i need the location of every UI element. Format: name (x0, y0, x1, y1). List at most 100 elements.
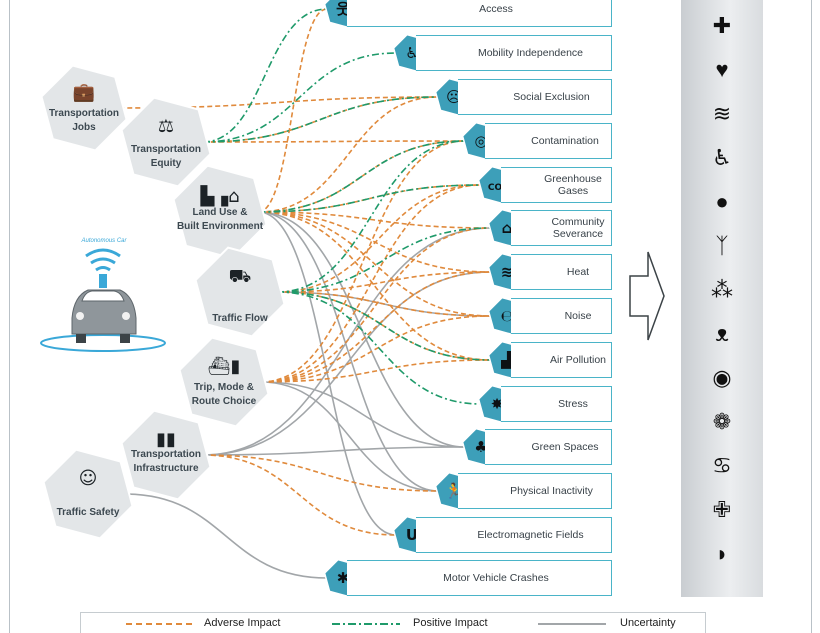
ear-icon: ℮ (501, 307, 514, 325)
target-icon: ◎ (474, 132, 487, 150)
antenna-icon (99, 274, 107, 288)
kidneys-icon: ♋ (712, 453, 732, 478)
outcome-physical-inactivity: Physical Inactivity (458, 473, 612, 509)
positive-impact-link (276, 140, 466, 293)
driver-hexagon-trip (178, 336, 270, 428)
adverse-impact-link (258, 211, 492, 361)
adverse-impact-link (276, 184, 482, 293)
driver-label-line: Transportation (48, 108, 119, 119)
person-icon: 웃 (336, 0, 350, 18)
driver-label-line: Traffic Flow (212, 313, 268, 324)
outcome-access: Access (347, 0, 612, 27)
outcome-label: Contamination (531, 135, 599, 147)
driver-label-line: Equity (150, 158, 182, 169)
positive-impact-link (258, 140, 466, 213)
outcome-label: Community Severance (551, 216, 605, 240)
outcome-label: Motor Vehicle Crashes (443, 572, 549, 584)
car-wheel-icon (120, 334, 130, 343)
legend-positive-label: Positive Impact (413, 617, 488, 629)
outcome-community-severance: Community Severance (511, 210, 612, 246)
adverse-impact-link (202, 454, 397, 536)
uncertainty-impact-link (258, 211, 439, 492)
driver-label-line: Land Use & (192, 207, 248, 218)
adverse-impact-link (276, 291, 492, 317)
legend-uncertainty-swatch (538, 623, 606, 625)
driver-label-line: Route Choice (191, 396, 257, 407)
outcome-greenhouse-gases: Greenhouse Gases (501, 167, 612, 203)
uncertainty-impact-link (258, 211, 397, 536)
outcome-label: Mobility Independence (477, 47, 584, 59)
driver-hexagon-jobs (40, 64, 128, 152)
legend-positive-swatch (332, 623, 400, 625)
uncertainty-impact-link (260, 381, 466, 448)
outcome-green-spaces: Green Spaces (485, 429, 612, 465)
mental-health-icon: ✚ (712, 13, 732, 38)
headlight-icon (76, 312, 84, 320)
modes-icon: ⛴▮ (208, 356, 241, 377)
lungs-icon: ᛉ (715, 233, 729, 258)
outcome-label: Noise (564, 310, 592, 322)
car-windshield-icon (81, 290, 125, 302)
adverse-impact-link (260, 359, 492, 383)
uncertainty-impact-link (260, 381, 439, 492)
autonomous-car-label: Autonomous Car (81, 238, 127, 244)
heat-waves-icon: ≋ (501, 263, 514, 281)
adverse-impact-link (202, 140, 466, 143)
scales-icon: ⚖ (158, 116, 174, 137)
positive-impact-link (276, 291, 482, 405)
legend-adverse-swatch (126, 623, 194, 625)
heart-icon: ♥ (715, 57, 729, 82)
adverse-impact-link (276, 271, 492, 293)
factory-icon: ▟ (501, 351, 513, 369)
driver-label-line: Traffic Safety (56, 507, 120, 518)
sad-person-icon: ☹ (446, 88, 462, 106)
eye-icon: ◉ (712, 365, 732, 390)
positive-impact-link (202, 8, 328, 143)
adverse-impact-link (258, 211, 492, 229)
severed-house-icon: ⌂ (502, 219, 513, 237)
positive-impact-link (202, 96, 439, 143)
driver-label-traffic: Traffic Flow (185, 312, 295, 326)
adverse-impact-link (260, 271, 492, 383)
wheelchair-icon: ♿ (405, 44, 418, 62)
tree-icon: ♣ (474, 438, 487, 456)
outcome-label: Greenhouse Gases (544, 173, 602, 197)
obesity-icon: ● (715, 189, 729, 214)
outcome-label: Social Exclusion (513, 91, 590, 103)
adverse-impact-link (260, 227, 492, 383)
driver-hexagons: 💼⚖▙▗⌂⛟⛴▮▮▮☺ (40, 64, 286, 540)
magnet-icon: U (406, 526, 418, 544)
cancer-ribbon-icon: ᴥ (715, 321, 729, 346)
legend-uncertainty-label: Uncertainty (620, 617, 676, 629)
outcome-noise: Noise (511, 298, 612, 334)
outcome-label: Heat (566, 266, 590, 278)
driver-label-trip: Trip, Mode & Route Choice (169, 381, 279, 409)
outcome-heat: Heat (511, 254, 612, 290)
adverse-impact-link (260, 184, 482, 383)
stressed-person-icon: ✸ (491, 395, 504, 413)
briefcase-icon: 💼 (73, 82, 95, 103)
driver-label-line: Infrastructure (133, 463, 199, 474)
brain-icon: ❁ (712, 409, 732, 434)
driver-label-line: Trip, Mode & (194, 382, 254, 393)
outcome-label: Green Spaces (531, 441, 599, 453)
driver-label-landuse: Land Use &Built Environment (165, 206, 275, 234)
car-base-ring (40, 334, 166, 352)
uncertainty-impact-link (124, 493, 328, 579)
impact-links (119, 8, 492, 579)
outcome-label: Stress (558, 398, 588, 410)
positive-impact-link (276, 227, 492, 293)
legend (80, 612, 706, 633)
outcome-motor-vehicle-crashes: Motor Vehicle Crashes (347, 560, 612, 596)
figure-frame (9, 0, 812, 633)
autonomous-car-graphic (40, 248, 166, 352)
uncertainty-impact-link (202, 446, 466, 456)
disability-icon: ♿ (712, 145, 732, 170)
outcome-mobility-independence: Mobility Independence (416, 35, 612, 71)
car-wheel-icon (76, 334, 86, 343)
driver-label-line: Transportation (130, 449, 201, 460)
cars-icon: ⛟ (229, 266, 252, 287)
driver-label-safety: Traffic Safety (33, 506, 143, 520)
adverse-impact-link (119, 96, 439, 109)
